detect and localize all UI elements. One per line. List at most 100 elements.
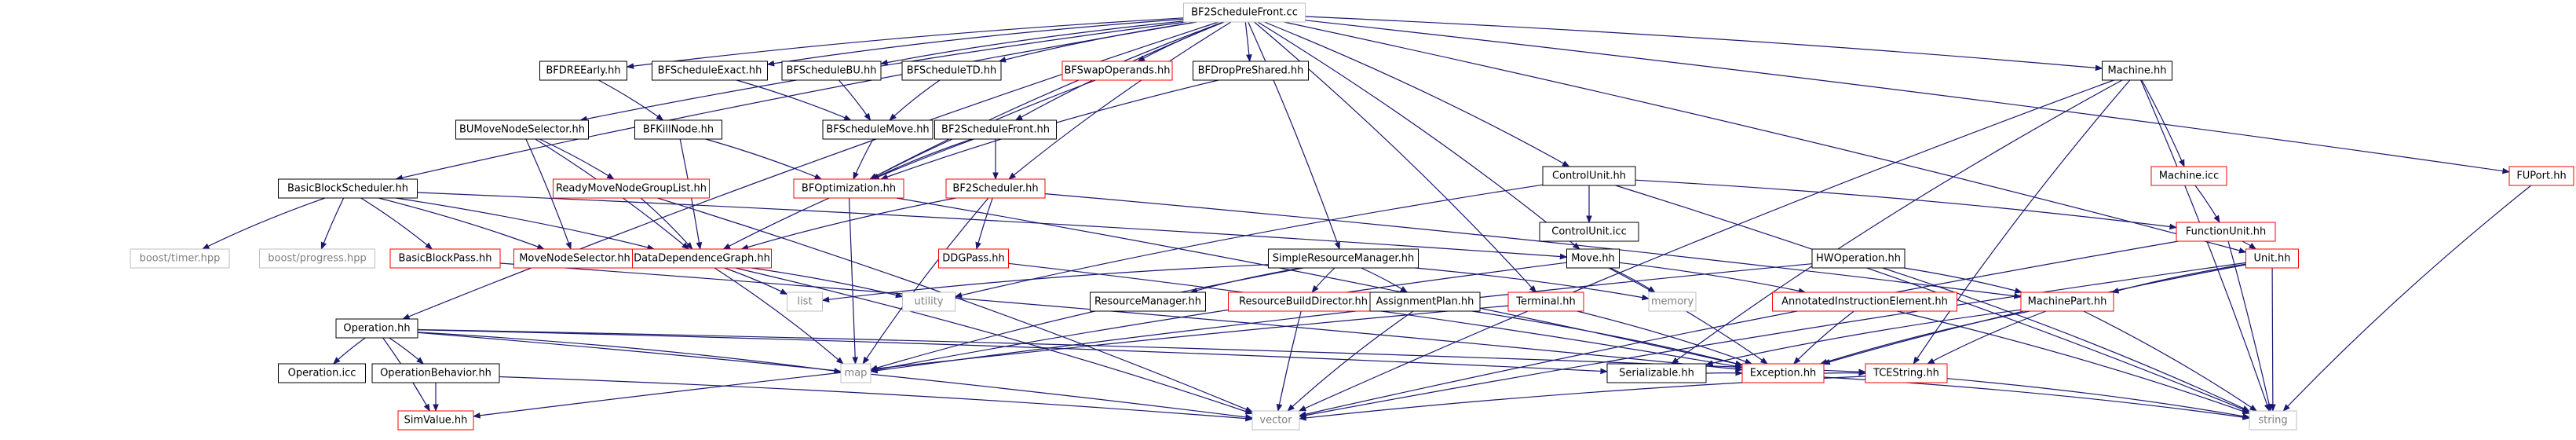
node-terminal[interactable]: Terminal.hh <box>1507 292 1584 312</box>
node-rmngl[interactable]: ReadyMoveNodeGroupList.hh <box>553 178 710 199</box>
edge-cu-to-fu <box>1635 179 2177 230</box>
node-utility[interactable]: utility <box>902 292 955 312</box>
node-cu[interactable]: ControlUnit.hh <box>1542 166 1636 186</box>
node-list[interactable]: list <box>787 292 823 312</box>
node-bbsched[interactable]: BasicBlockScheduler.hh <box>278 178 418 199</box>
node-label-opbeh: OperationBehavior.hh <box>380 368 491 380</box>
node-mns[interactable]: MoveNodeSelector.hh <box>513 248 636 269</box>
node-bumove[interactable]: BUMoveNodeSelector.hh <box>455 119 589 140</box>
node-box-ddg <box>632 248 772 269</box>
node-srm[interactable]: SimpleResourceManager.hh <box>1268 248 1419 269</box>
edge-mpart-to-string <box>2083 310 2257 412</box>
node-tcestr[interactable]: TCEString.hh <box>1865 363 1948 383</box>
edge-exc-to-string <box>1823 376 2250 420</box>
edge-rmngl-to-ddg <box>640 197 693 250</box>
node-memory[interactable]: memory <box>1648 292 1697 312</box>
node-rmgr[interactable]: ResourceManager.hh <box>1090 292 1206 312</box>
edge-root-to-move <box>1257 21 1580 250</box>
node-bf2front[interactable]: BF2ScheduleFront.hh <box>934 119 1057 140</box>
edge-bfbu-to-bfmove <box>838 79 871 121</box>
node-simval[interactable]: SimValue.hh <box>397 410 474 431</box>
node-fuport[interactable]: FUPort.hh <box>2508 166 2574 186</box>
node-box-rmgr <box>1090 292 1206 312</box>
node-label-fuport: FUPort.hh <box>2516 170 2566 182</box>
edge-bbsched-to-mns <box>378 197 545 250</box>
node-bfbu[interactable]: BFScheduleBU.hh <box>781 60 882 81</box>
edge-machine-to-serial <box>1671 79 2123 365</box>
node-machine[interactable]: Machine.hh <box>2102 60 2172 81</box>
node-label-exc: Exception.hh <box>1750 368 1817 380</box>
node-unit[interactable]: Unit.hh <box>2245 248 2299 269</box>
node-serial[interactable]: Serializable.hh <box>1606 363 1707 383</box>
node-opbeh[interactable]: OperationBehavior.hh <box>371 363 500 383</box>
edge-op-to-opicc <box>332 337 366 365</box>
node-bfdre[interactable]: BFDREEarly.hh <box>539 60 627 81</box>
node-aie[interactable]: AnnotatedInstructionElement.hh <box>1772 292 1957 312</box>
node-opicc[interactable]: Operation.icc <box>278 363 366 383</box>
node-string[interactable]: string <box>2249 410 2297 431</box>
node-cuicc[interactable]: ControlUnit.icc <box>1539 222 1639 242</box>
node-bbpass[interactable]: BasicBlockPass.hh <box>389 248 501 269</box>
edge-aie-to-exc <box>1793 310 1854 365</box>
node-label-bbpass: BasicBlockPass.hh <box>399 253 492 265</box>
node-ddgpass[interactable]: DDGPass.hh <box>938 248 1009 269</box>
node-box-tcestr <box>1865 363 1948 383</box>
edge-hwop-to-map <box>870 263 1813 374</box>
node-label-rmgr: ResourceManager.hh <box>1094 296 1201 308</box>
node-label-simval: SimValue.hh <box>404 415 468 427</box>
node-bfmove[interactable]: BFScheduleMove.hh <box>822 119 934 140</box>
node-move[interactable]: Move.hh <box>1566 248 1620 269</box>
node-machineicc[interactable]: Machine.icc <box>2150 166 2227 186</box>
edge-ddg-to-list <box>724 267 788 295</box>
node-root[interactable]: BF2ScheduleFront.cc <box>1183 2 1306 23</box>
node-box-memory <box>1648 292 1697 312</box>
node-bfdrop[interactable]: BFDropPreShared.hh <box>1193 60 1309 81</box>
node-box-cuicc <box>1539 222 1639 242</box>
node-fu[interactable]: FunctionUnit.hh <box>2176 222 2276 242</box>
node-label-bfbu: BFScheduleBU.hh <box>787 65 877 77</box>
edge-hwop-to-mpart <box>1903 267 2022 294</box>
node-exc[interactable]: Exception.hh <box>1741 363 1825 383</box>
edge-bf2front-to-bfopt <box>871 138 973 180</box>
node-bf2sched[interactable]: BF2Scheduler.hh <box>945 178 1046 199</box>
node-label-mpart: MachinePart.hh <box>2028 296 2107 308</box>
node-hwop[interactable]: HWOperation.hh <box>1811 248 1906 269</box>
node-label-bumove: BUMoveNodeSelector.hh <box>459 124 585 136</box>
node-bfkill[interactable]: BFKillNode.hh <box>634 119 722 140</box>
node-bftd[interactable]: BFScheduleTD.hh <box>901 60 1002 81</box>
edge-root-to-bbsched <box>395 21 1197 181</box>
node-mpart[interactable]: MachinePart.hh <box>2020 292 2114 312</box>
edge-root-to-bfdre <box>626 17 1184 69</box>
node-label-serial: Serializable.hh <box>1619 368 1694 380</box>
node-ddg[interactable]: DataDependenceGraph.hh <box>632 248 772 269</box>
node-label-vector: vector <box>1259 415 1292 427</box>
node-timer[interactable]: boost/timer.hpp <box>130 248 230 269</box>
node-box-fu <box>2176 222 2276 242</box>
edge-aplan-to-vector <box>1287 310 1414 412</box>
node-progress[interactable]: boost/progress.hpp <box>259 248 375 269</box>
edge-bbsched-to-ddg <box>395 197 656 251</box>
node-label-fu: FunctionUnit.hh <box>2186 226 2266 238</box>
node-label-bfdrop: BFDropPreShared.hh <box>1198 65 1304 77</box>
node-bfswap[interactable]: BFSwapOperands.hh <box>1061 60 1173 81</box>
node-label-unit: Unit.hh <box>2253 253 2290 265</box>
edge-rbd-to-vector <box>1276 310 1302 412</box>
node-bfexact[interactable]: BFScheduleExact.hh <box>652 60 768 81</box>
node-box-bfexact <box>652 60 768 81</box>
node-box-opbeh <box>371 363 500 383</box>
node-bfopt[interactable]: BFOptimization.hh <box>793 178 904 199</box>
node-aplan[interactable]: AssignmentPlan.hh <box>1369 292 1481 312</box>
node-vector[interactable]: vector <box>1251 410 1300 431</box>
node-op[interactable]: Operation.hh <box>335 318 418 339</box>
edge-aplan-to-exc <box>1472 310 1743 367</box>
node-box-progress <box>259 248 375 269</box>
edge-fuport-to-string <box>2282 185 2532 412</box>
node-box-bbsched <box>278 178 418 199</box>
edge-ddg-to-vector <box>735 267 1253 415</box>
node-rbd[interactable]: ResourceBuildDirector.hh <box>1228 292 1379 312</box>
node-map[interactable]: map <box>840 363 871 383</box>
edge-bfexact-to-bfmove <box>736 79 852 121</box>
node-label-bfdre: BFDREEarly.hh <box>546 65 620 77</box>
